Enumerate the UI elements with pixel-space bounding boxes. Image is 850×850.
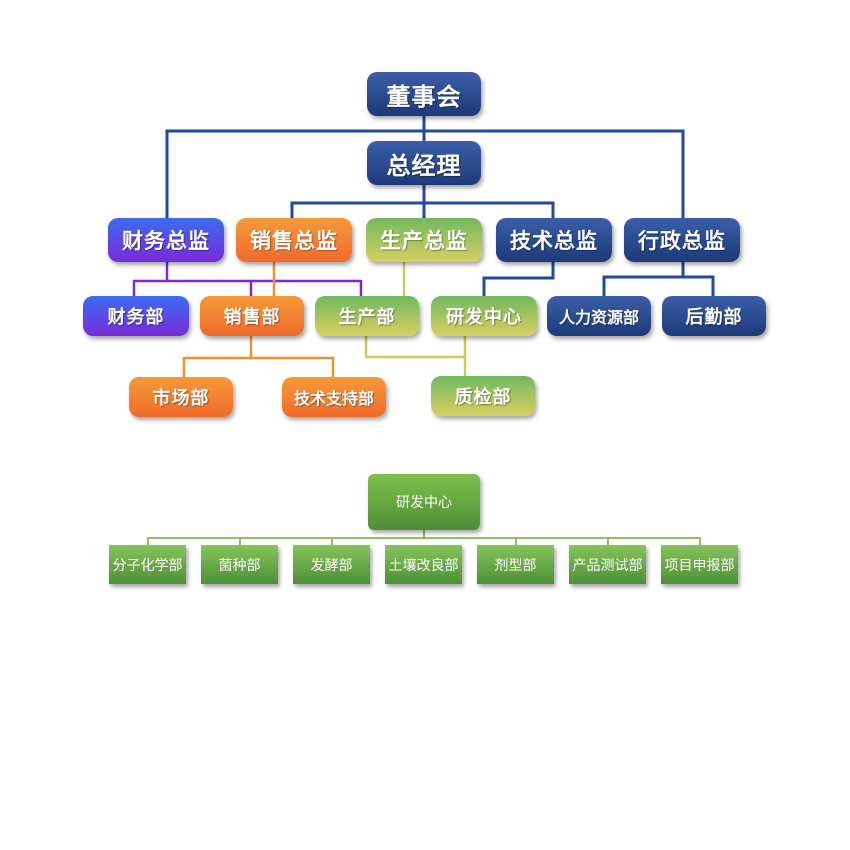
sales-director-node: 销售总监	[236, 218, 352, 262]
project-application-node: 项目申报部	[661, 545, 738, 584]
board-node: 董事会	[367, 72, 481, 116]
rnd-root-node: 研发中心	[368, 474, 480, 530]
production-dept-node: 生产部	[315, 296, 419, 336]
production-director-node: 生产总监	[366, 218, 482, 262]
rnd-center-node: 研发中心	[431, 296, 537, 336]
hr-dept-node: 人力资源部	[547, 296, 651, 336]
olive-connectors	[364, 262, 467, 376]
soil-improvement-node: 土壤改良部	[385, 545, 462, 584]
formulation-node: 剂型部	[477, 545, 554, 584]
logistics-dept-node: 后勤部	[662, 296, 766, 336]
finance-dept-node: 财务部	[83, 296, 189, 336]
qc-dept-node: 质检部	[431, 376, 535, 416]
tech-support-dept-node: 技术支持部	[282, 377, 386, 417]
green-connectors	[147, 529, 701, 545]
navy-connectors	[165, 115, 715, 297]
strain-node: 菌种部	[201, 545, 278, 584]
tech-director-node: 技术总监	[496, 218, 612, 262]
purple-connectors	[132, 262, 363, 297]
general-manager-node: 总经理	[367, 141, 481, 185]
sales-dept-node: 销售部	[200, 296, 304, 336]
fermentation-node: 发酵部	[293, 545, 370, 584]
product-testing-node: 产品测试部	[569, 545, 646, 584]
orange-connectors	[182, 262, 335, 378]
market-dept-node: 市场部	[129, 377, 233, 417]
finance-director-node: 财务总监	[108, 218, 224, 262]
molecular-chemistry-node: 分子化学部	[109, 545, 186, 584]
admin-director-node: 行政总监	[624, 218, 740, 262]
